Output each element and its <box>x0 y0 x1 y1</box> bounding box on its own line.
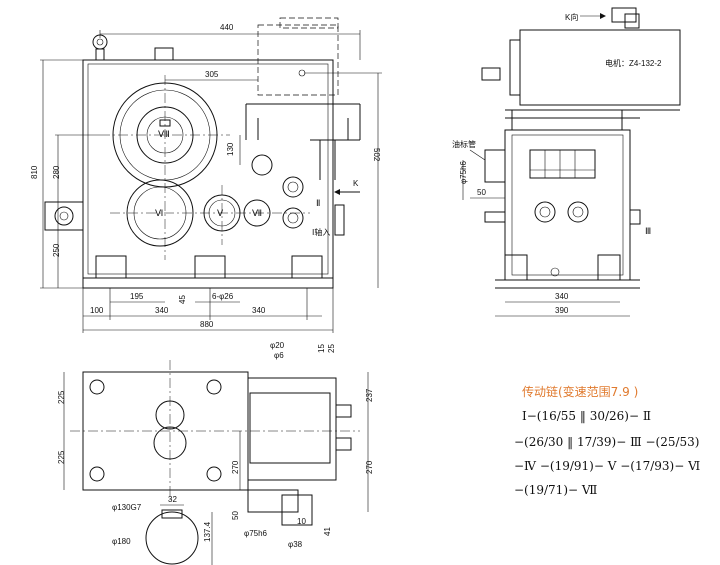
dim-plan-38: φ38 <box>288 540 303 549</box>
dim-plan-50: 50 <box>231 511 240 520</box>
dim-plan-25: 25 <box>327 344 336 353</box>
dim-880: 880 <box>200 320 214 329</box>
roman-label-viii: Ⅷ <box>158 129 170 139</box>
dim-plan-270-a: 270 <box>231 460 240 474</box>
dim-plan-15: 15 <box>317 344 326 353</box>
dim-plan-180: φ180 <box>112 537 131 546</box>
dim-plan-225-b: 225 <box>57 450 66 464</box>
dim-plan-225-a: 225 <box>57 390 66 404</box>
dim-side-340: 340 <box>555 292 569 301</box>
dim-305: 305 <box>205 70 219 79</box>
dim-plan-10: 10 <box>297 517 306 526</box>
k-arrow-label: K <box>353 179 359 188</box>
dim-340-a: 340 <box>155 306 169 315</box>
dim-45: 45 <box>178 295 187 304</box>
dim-100: 100 <box>90 306 104 315</box>
dim-plan-237: 237 <box>365 388 374 402</box>
dim-810: 810 <box>30 165 39 179</box>
dim-250: 250 <box>52 243 61 257</box>
roman-label-iii: Ⅲ <box>645 226 651 236</box>
label-input-shaft: Ⅰ轴入 <box>312 227 330 237</box>
dim-plan-20: φ20 <box>270 341 285 350</box>
chain-line-2: −(26/30 ‖ 17/39)− Ⅲ −(25/53) <box>514 435 699 449</box>
dim-plan-41: 41 <box>323 527 332 536</box>
dim-side-75h6: φ75h6 <box>459 160 468 184</box>
chain-line-1: Ⅰ−(16/55 ‖ 30/26)− Ⅱ <box>522 409 651 423</box>
dim-plan-130g7: φ130G7 <box>112 503 142 512</box>
chain-line-3: −Ⅳ −(19/91)− Ⅴ −(17/93)− Ⅵ <box>514 459 700 473</box>
dim-plan-75h6: φ75h6 <box>244 529 268 538</box>
oil-tube-label: 油标管 <box>452 139 476 149</box>
dim-6-holes: 6-φ26 <box>212 292 234 301</box>
dim-280: 280 <box>52 165 61 179</box>
transmission-chain: 传动链(变速范围7.9 ) Ⅰ−(16/55 ‖ 30/26)− Ⅱ −(26/… <box>514 384 700 497</box>
dim-plan-6: φ6 <box>274 351 284 360</box>
plan-view: 32 φ130G7 φ180 137.4 225 225 237 270 270… <box>57 341 374 565</box>
roman-label-ii: Ⅱ <box>316 198 320 208</box>
dim-plan-137-4: 137.4 <box>203 521 212 542</box>
side-view: K向 电机：Z4-132-2 油标管 Ⅲ <box>452 7 681 317</box>
dim-side-50: 50 <box>477 188 486 197</box>
dim-440: 440 <box>220 23 234 32</box>
dim-130: 130 <box>226 142 235 156</box>
dim-340-b: 340 <box>252 306 266 315</box>
dim-plan-270-b: 270 <box>365 460 374 474</box>
k-view-label: K向 <box>565 12 578 22</box>
dim-195: 195 <box>130 292 144 301</box>
chain-line-4: −(19/71)− Ⅶ <box>514 483 597 497</box>
dim-plan-32: 32 <box>168 495 177 504</box>
dim-502: 502 <box>372 148 381 162</box>
dim-side-390: 390 <box>555 306 569 315</box>
chain-title: 传动链(变速范围7.9 ) <box>522 384 638 399</box>
front-view: Ⅷ Ⅵ Ⅴ Ⅶ Ⅱ Ⅰ轴入 <box>30 17 382 333</box>
motor-label: 电机：Z4-132-2 <box>605 58 662 68</box>
